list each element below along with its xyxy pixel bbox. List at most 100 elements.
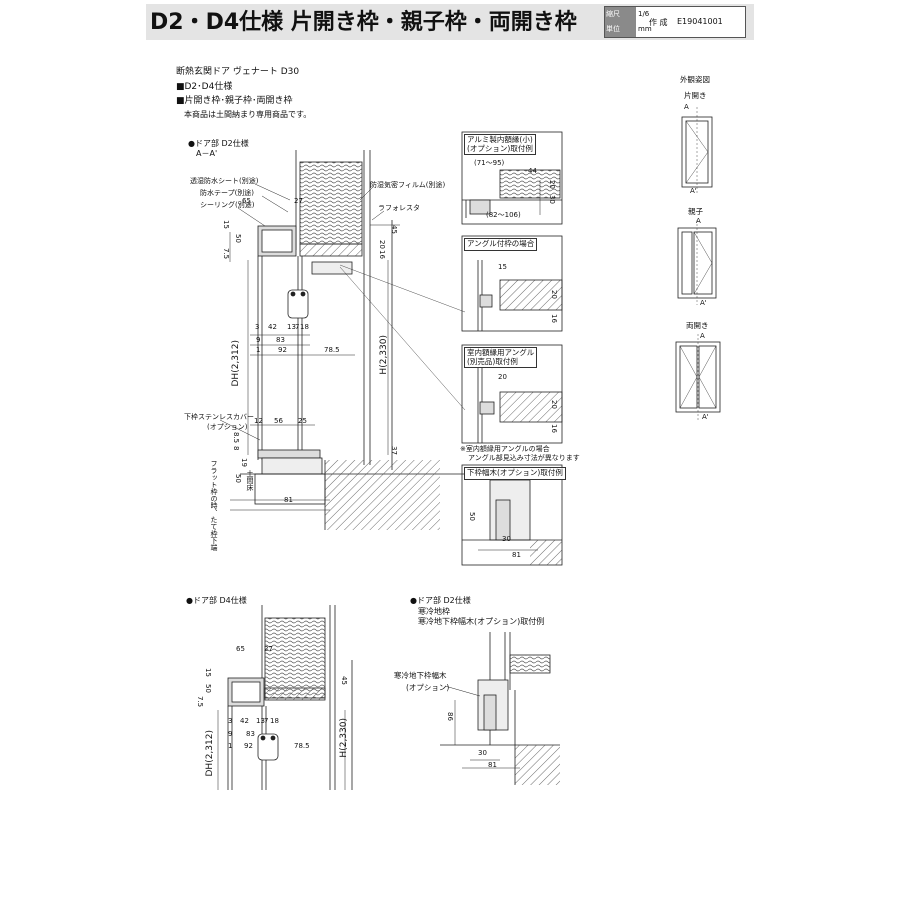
cold-section-line3: 寒冷地下枠幅木(オプション)取付例 [418,617,545,626]
d2-section-subtitle: A－A' [196,149,218,158]
detail-alumi-title-2: (オプション)取付例 [467,143,533,153]
d2-dim-92: 92 [278,346,287,354]
callout-laforesta: ラフォレスタ [378,204,420,212]
d4-dim-92: 92 [244,742,253,750]
detail-alumi-title-1: アルミ製内額縁(小) [467,135,533,144]
detail-sill-drawing [461,464,563,566]
d2-dim-13: 13 [287,323,296,331]
d2-dim-27: 27 [294,197,303,205]
cold-callout-1: 寒冷地下枠幅木 [394,671,447,680]
detail-inner-title: 室内額縁用アングル (別売品)取付例 [464,347,538,369]
alumi-dim-71-95: (71～95) [474,159,505,167]
unit-label: 単位 [605,22,636,37]
elevation-double [675,334,721,420]
callout-waterproof-tape: 防水テープ(別途) [200,189,255,197]
d4-dim-50: 50 [204,684,212,693]
alumi-dim-20: 20 [548,180,556,189]
callout-vapor-film: 防湿気密フィルム(別途) [370,181,446,189]
d2-dim-65: 65 [242,197,251,205]
elevation-double-label: 両開き [686,321,709,330]
d4-dim-7: 7 [264,717,269,725]
elevation-title: 外観姿図 [680,75,710,84]
elevation-parent-label: 親子 [688,207,703,216]
angle-dim-20: 20 [550,290,558,299]
d4-dim-9: 9 [228,730,233,738]
d2-floor-note: 土間床 [246,470,254,491]
cold-dim-81: 81 [488,761,497,769]
d4-dim-15: 15 [204,668,212,677]
d4-dim-78-5: 78.5 [294,742,310,750]
callout-moisture-sheet: 透湿防水シート(別途) [190,177,259,185]
sill-dim-81: 81 [512,551,521,559]
d2-dim-45: 45 [390,225,398,234]
intro-line3: ■片開き枠･親子枠･両開き枠 [176,96,293,106]
cold-section-line2: 寒冷地枠 [418,607,450,616]
scale-label: 縮尺 [605,7,636,22]
intro-note: 本商品は土間納まり専用商品です。 [184,110,312,119]
ref-value: E19041001 [677,17,723,26]
d4-dim-13: 13 [256,717,265,725]
callout-flat-frame: フラット枠の時、たて枠下端 [210,460,218,551]
d4-h-label: H(2,330) [339,718,349,758]
d2-dim-15: 15 [222,220,230,229]
d2-dh-label: DH(2,312) [231,340,241,387]
alumi-dim-44: 44 [528,167,537,175]
d2-dim-20: 20 [378,240,386,249]
alumi-dim-30: 30 [548,195,556,204]
detail-angle-drawing [461,235,563,332]
d2-dim-3: 3 [255,323,260,331]
angle-dim-15: 15 [498,263,507,271]
inner-note-1: ※室内額縁用アングルの場合 [460,445,550,453]
d2-dim-42: 42 [268,323,277,331]
ref-label: 作 成 [649,18,668,27]
d4-dim-27: 27 [264,645,273,653]
elevation-single-label: 片開き [684,91,707,100]
d4-section-title: ●ドア部 D4仕様 [186,596,247,605]
unit-value: mm [638,25,652,33]
detail-inner-title-2: (別売品)取付例 [467,356,518,366]
d2-dim-19: 19 [240,458,248,467]
elevation-single-a-prime: A' [690,187,697,195]
d2-dim-7-5: 7.5 [222,248,230,260]
cold-dim-86: 86 [446,712,454,721]
detail-sill-title: 下枠幅木(オプション)取付例 [464,467,566,480]
cold-callout-2: (オプション) [406,683,450,692]
elevation-double-a-prime: A' [702,413,709,421]
intro-line2: ■D2･D4仕様 [176,82,233,92]
sill-dim-30: 30 [502,535,511,543]
inner-dim-16: 16 [550,424,558,433]
d4-dim-1: 1 [228,742,233,750]
d2-dim-50b: 50 [234,474,242,483]
detail-alumi-title: アルミ製内額縁(小) (オプション)取付例 [464,134,536,156]
d2-section-drawing [219,150,470,530]
callout-sealing: シーリング(別途) [200,201,255,209]
info-box: 縮尺 1/6 単位 mm 作 成 E19041001 [604,6,746,38]
elevation-parent [677,220,717,305]
elevation-parent-a-prime: A' [700,299,707,307]
d2-dim-7: 7 [295,323,300,331]
d2-dim-56: 56 [274,417,283,425]
d2-dim-8-5: 8.5 [232,432,240,444]
detail-alumi-drawing [461,131,563,225]
angle-dim-16: 16 [550,314,558,323]
d4-dim-83: 83 [246,730,255,738]
d4-dim-3: 3 [228,717,233,725]
d2-dim-37: 37 [390,446,398,455]
inner-dim-20b: 20 [550,400,558,409]
d2-section-title: ●ドア部 D2仕様 [188,139,249,148]
elevation-single-a: A [684,103,689,111]
d4-dim-45: 45 [340,676,348,685]
d2-h-label: H(2,330) [379,335,389,375]
alumi-dim-82-106: (82～106) [486,211,521,219]
d4-dim-42: 42 [240,717,249,725]
detail-angle-title: アングル付枠の場合 [464,238,538,251]
d4-dim-7-5: 7.5 [196,696,204,708]
inner-dim-20a: 20 [498,373,507,381]
d2-dim-16: 16 [378,250,386,259]
d2-dim-9: 9 [256,336,261,344]
detail-inner-title-1: 室内額縁用アングル [467,348,535,357]
page-title: D2・D4仕様 片開き枠・親子枠・両開き枠 [150,10,577,35]
d2-dim-78-5: 78.5 [324,346,340,354]
d2-dim-81: 81 [284,496,293,504]
